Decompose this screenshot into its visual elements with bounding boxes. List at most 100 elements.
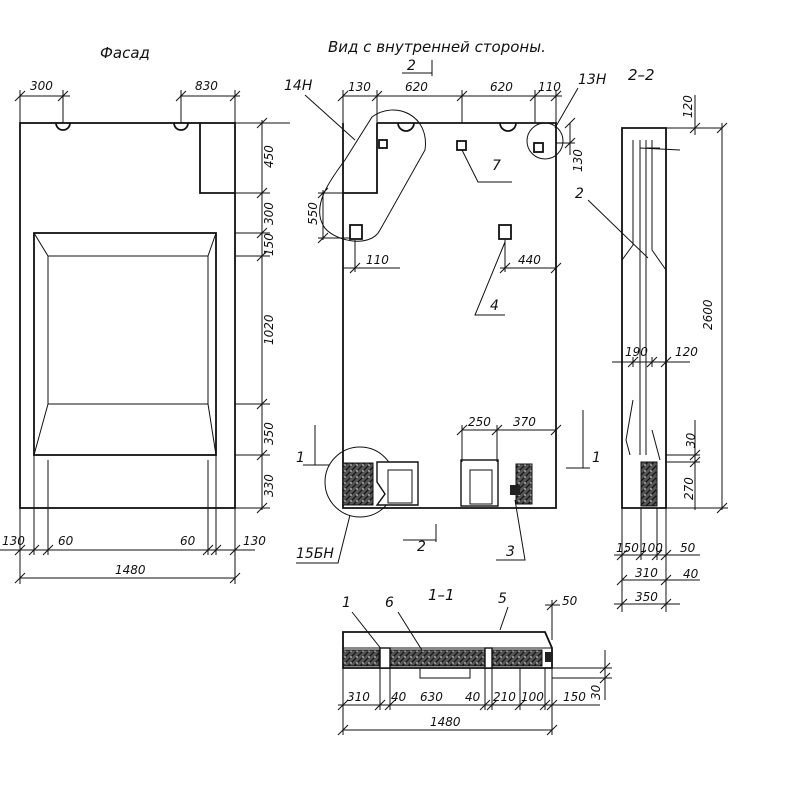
section-1-1-title: 1–1 [428,586,455,604]
s11-hatch-2 [389,649,486,667]
s22-lower-lines [625,399,661,461]
s11-dim-100: 100 [521,690,544,704]
s22-dim-120: 120 [681,95,695,118]
facade-dim-300b: 300 [262,202,276,225]
inner-loop-right [499,122,517,132]
inner-dim-130-right: 130 [571,149,585,172]
s11-hatch-3 [491,649,543,667]
callout-13h-leader [554,87,579,129]
section-2-2: 2–2 2 120 2600 190 120 30 270 150 100 50… [575,66,728,612]
callout-4: 4 [490,298,499,314]
callout-15bn: 15БН [296,546,334,562]
callout-s22-2: 2 [575,186,584,202]
s11-dim-30: 30 [589,684,603,700]
s11-dim-40b: 40 [465,690,481,704]
inner-loop-left [397,122,415,132]
facade-dim-130-left: 130 [2,534,25,548]
s22-dim-2600-line [666,122,728,514]
facade-notch [199,123,235,194]
inner-dim-110: 110 [538,80,561,94]
callout-s11-6-leader [397,611,426,656]
s11-gap-1 [379,647,391,669]
inner-top-dim-slashes [337,90,562,102]
inner-panel-outline [342,122,557,509]
s22-dim-30-270-line [666,420,701,510]
s22-dim-120-line [666,95,722,135]
callout-circle-13h [526,122,564,160]
s11-dim-1480: 1480 [430,715,461,729]
callout-7-leader [461,149,512,183]
facade-dim-450: 450 [262,145,276,168]
s11-embed [545,652,553,662]
inner-dim-370: 370 [513,415,536,429]
s22-bottom-dim-line-3 [614,598,680,610]
inner-dim-250-370-line [456,424,562,462]
facade-dim-1480-line [14,510,241,584]
inner-dim-110-low: 110 [366,253,389,267]
section-mark-2-top [402,60,433,76]
section-1-1: 1–1 1 6 5 50 30 310 40 630 40 210 100 15… [337,586,612,736]
inner-dim-550: 550 [306,202,320,225]
callout-3: 3 [506,544,515,560]
facade-loop-right [173,122,189,131]
inner-view: Вид с внутренней стороны. 2 14Н 13Н 7 4 … [284,38,607,564]
inner-dim-440-line [499,240,562,274]
callout-s22-2-leader [587,199,649,259]
callout-7: 7 [492,158,501,174]
s22-dim-150: 150 [616,541,639,555]
inner-notch [343,123,378,194]
section-mark-1-left [303,425,330,466]
callout-s11-6: 6 [385,595,394,611]
facade-dim-1020: 1020 [262,314,276,345]
facade-window-inner [47,255,209,405]
s11-dim-310: 310 [347,690,370,704]
embed-plate-3 [533,142,544,153]
callout-s11-1-leader [351,611,383,651]
callout-14h-leader [304,94,356,141]
embed-plate-2 [456,140,467,151]
inner-bottom-block-left [375,461,419,506]
facade-dim-350: 350 [262,422,276,445]
callout-13h: 13Н [578,72,607,88]
s11-bottom-step [419,668,471,679]
facade-dim-330: 330 [262,474,276,497]
s22-dim-310: 310 [635,566,658,580]
facade-panel-outline [19,122,236,509]
inner-dim-440: 440 [518,253,541,267]
facade-dim-830-line [175,90,241,123]
inner-dim-110-line [343,240,400,274]
facade-dim-1480: 1480 [115,563,146,577]
facade-window-outer [33,232,217,456]
embed-plate-5 [498,224,512,240]
section-mark-2-bottom [403,524,437,542]
callout-section-2-bottom: 2 [417,539,426,555]
s11-dim-150: 150 [563,690,586,704]
s11-dim-630: 630 [420,690,443,704]
s22-bottom-dim-line-1 [614,508,700,612]
inner-bottom-hatch-right [515,463,533,505]
inner-bottom-embed [510,485,520,495]
callout-4-leader [474,241,506,316]
s11-gap-2 [484,647,493,669]
s22-bottom-dim-line-2 [616,574,700,586]
s11-dim-50-line [545,599,560,640]
callout-s11-1: 1 [342,595,351,611]
facade-dim-830: 830 [195,79,218,93]
facade-dim-130-right: 130 [243,534,266,548]
section-2-2-title: 2–2 [628,66,655,84]
inner-dim-620b: 620 [490,80,513,94]
embed-plate-1 [378,139,388,149]
callout-15bn-leader [296,514,351,564]
s11-dim-50: 50 [562,594,578,608]
s22-dim-50: 50 [680,541,696,555]
callout-s11-5: 5 [498,591,507,607]
embed-plate-4 [349,224,363,240]
inner-dim-250: 250 [468,415,491,429]
s22-dim-40: 40 [683,567,699,581]
s22-bottom-hatch [640,461,658,507]
facade-view: Фасад 300 830 450 300 150 1020 350 330 1… [0,44,290,584]
facade-dim-300: 300 [30,79,53,93]
s22-dim-2600: 2600 [701,299,715,330]
inner-top-dim-line [342,90,562,123]
